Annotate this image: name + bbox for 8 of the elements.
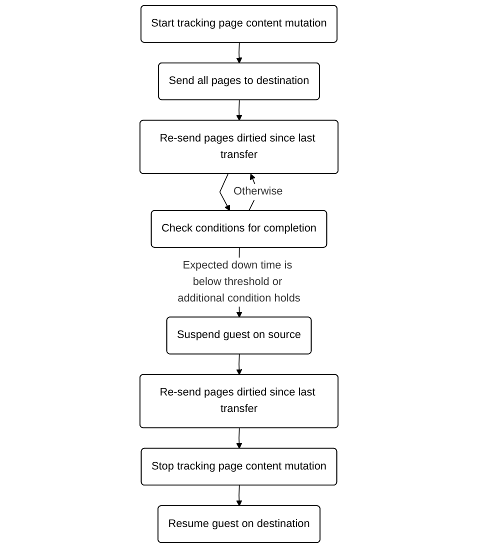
edge-label: Otherwise [233,186,282,198]
arrow [218,174,230,212]
arrow [236,100,242,121]
arrow [236,354,242,376]
arrow [236,428,242,449]
arrow [236,485,242,506]
arrow [236,42,242,64]
edge-label: Expected down time is below threshold or additional condition holds [177,260,300,304]
